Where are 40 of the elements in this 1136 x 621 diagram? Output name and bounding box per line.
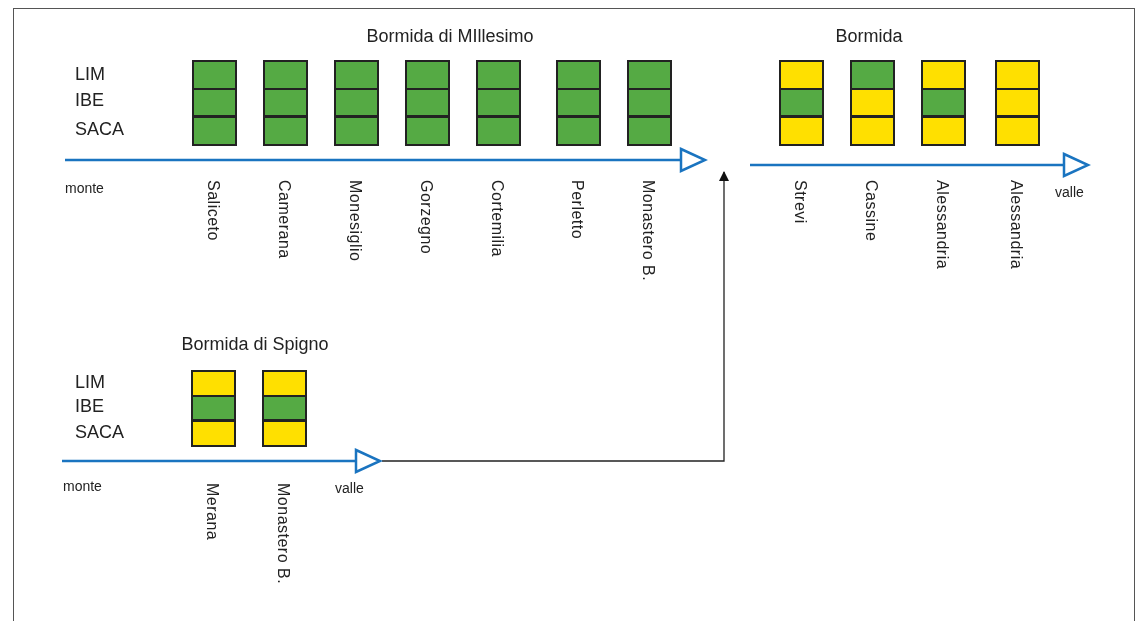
station-name: Cortemilia	[488, 180, 506, 257]
indicator-column	[263, 60, 308, 146]
station-name: Cassine	[862, 180, 880, 242]
indicator-column	[995, 60, 1040, 146]
indicator-column	[476, 60, 521, 146]
indicator-column	[627, 60, 672, 146]
flow-label: valle	[1055, 184, 1084, 200]
index-label: IBE	[75, 396, 104, 417]
station-name: Saliceto	[204, 180, 222, 241]
index-label: SACA	[75, 422, 125, 443]
indicator-column	[334, 60, 379, 146]
section-heading: Bormida	[835, 26, 903, 47]
indicator-column	[921, 60, 966, 146]
station-name: Merana	[203, 483, 221, 541]
indicator-column	[262, 370, 307, 447]
section-heading: Bormida di Spigno	[181, 334, 329, 355]
station-name: Camerana	[275, 180, 293, 259]
station-name: Perletto	[568, 180, 586, 240]
indicator-column	[191, 370, 236, 447]
station-name: Monastero B.	[274, 483, 292, 585]
station-name: Strevi	[791, 180, 809, 224]
indicator-column	[192, 60, 237, 146]
indicator-column	[850, 60, 895, 146]
index-label: IBE	[75, 90, 104, 111]
station-name: Monastero B.	[639, 180, 657, 282]
station-name: Alessandria	[933, 180, 951, 270]
flow-label: valle	[335, 480, 364, 496]
station-name: Alessandria	[1007, 180, 1025, 270]
station-name: Gorzegno	[417, 180, 435, 255]
indicator-column	[556, 60, 601, 146]
indicator-column	[779, 60, 824, 146]
station-name: Monesiglio	[346, 180, 364, 262]
section-heading: Bormida di MIllesimo	[366, 26, 534, 47]
flow-label: monte	[63, 478, 102, 494]
flow-label: monte	[65, 180, 104, 196]
connector-arrow	[381, 171, 729, 462]
index-label: SACA	[75, 119, 125, 140]
indicator-column	[405, 60, 450, 146]
index-label: LIM	[75, 372, 105, 393]
index-label: LIM	[75, 64, 105, 85]
